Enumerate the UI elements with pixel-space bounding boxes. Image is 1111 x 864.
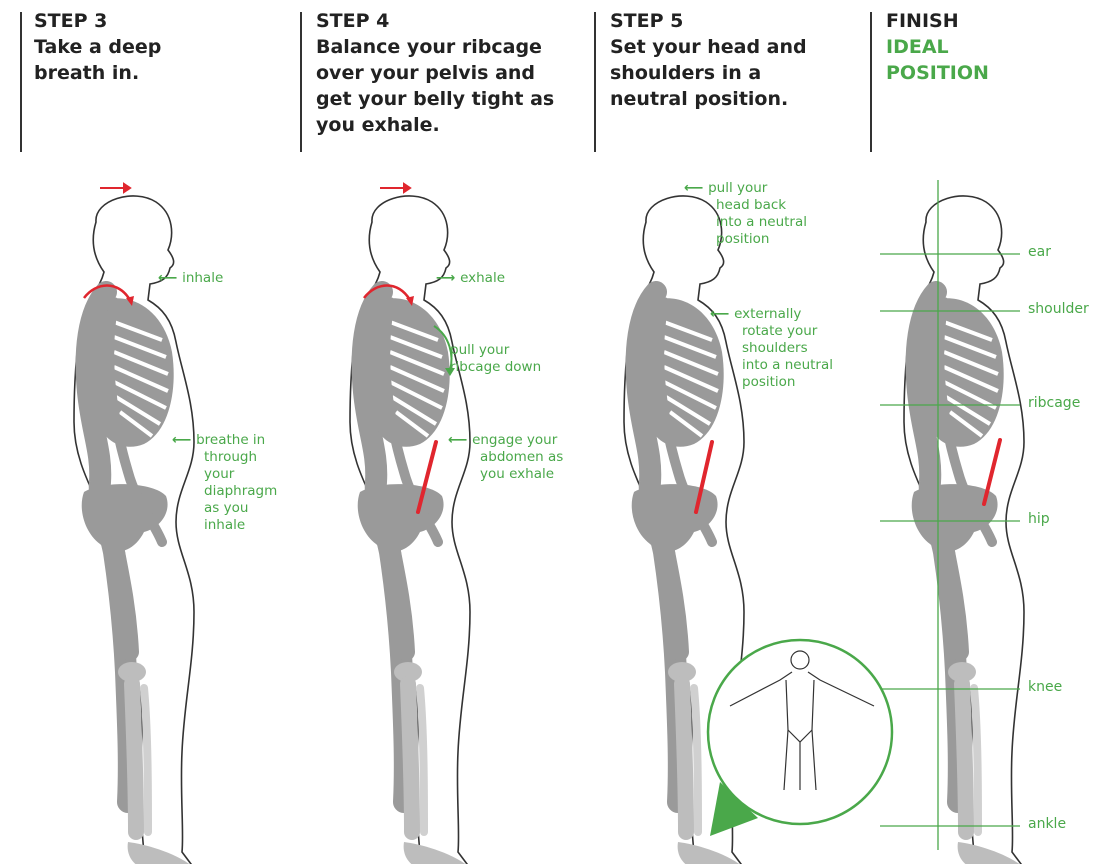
annotation-pull-ribcage: pull your ribcage down bbox=[450, 342, 541, 376]
divider bbox=[594, 12, 596, 152]
ref-label-hip: hip bbox=[1028, 511, 1050, 527]
ref-label-ribcage: ribcage bbox=[1028, 395, 1080, 411]
annotation-text: inhale bbox=[182, 270, 223, 286]
right-arrow-green-icon: ⟶ bbox=[436, 270, 460, 286]
step-3-heading: STEP 3 Take a deep breath in. bbox=[34, 8, 161, 86]
step-text-line: neutral position. bbox=[610, 86, 807, 112]
step-text-line: get your belly tight as bbox=[316, 86, 554, 112]
annotation-line: shoulders bbox=[710, 340, 808, 356]
annotation-breathe: ⟵ breathe in through your diaphragm as y… bbox=[172, 432, 277, 534]
ideal-label: IDEAL bbox=[886, 34, 989, 60]
annotation-inhale: ⟵ inhale bbox=[158, 270, 223, 287]
annotation-line: as you bbox=[172, 500, 248, 516]
finish-heading: FINISH IDEAL POSITION bbox=[886, 8, 989, 86]
human-front-view-icon bbox=[708, 640, 892, 836]
annotation-line: inhale bbox=[172, 517, 245, 533]
step-text-line: shoulders in a bbox=[610, 60, 807, 86]
annotation-line: into a neutral bbox=[684, 214, 807, 230]
step-text-line: Take a deep bbox=[34, 34, 161, 60]
left-arrow-green-icon: ⟵ bbox=[448, 432, 472, 448]
annotation-line: through bbox=[172, 449, 257, 465]
annotation-line: externally bbox=[734, 306, 801, 322]
left-arrow-green-icon: ⟵ bbox=[684, 180, 708, 196]
step-text-line: breath in. bbox=[34, 60, 161, 86]
step-5-heading: STEP 5 Set your head and shoulders in a … bbox=[610, 8, 807, 112]
annotation-line: into a neutral bbox=[710, 357, 833, 373]
down-curve-arrow-green-icon bbox=[430, 322, 460, 378]
annotation-line: position bbox=[710, 374, 795, 390]
step-label: STEP 5 bbox=[610, 8, 807, 34]
step-text-line: you exhale. bbox=[316, 112, 554, 138]
step-label: FINISH bbox=[886, 8, 989, 34]
annotation-line: diaphragm bbox=[172, 483, 277, 499]
ref-label-ankle: ankle bbox=[1028, 816, 1066, 832]
step-text-line: Set your head and bbox=[610, 34, 807, 60]
annotation-line: rotate your bbox=[710, 323, 817, 339]
annotation-line: your bbox=[172, 466, 234, 482]
annotation-line: breathe in bbox=[196, 432, 265, 448]
ref-label-shoulder: shoulder bbox=[1028, 301, 1089, 317]
annotation-line: abdomen as bbox=[448, 449, 563, 465]
position-label: POSITION bbox=[886, 60, 989, 86]
figure-finish bbox=[904, 196, 1024, 864]
left-arrow-green-icon: ⟵ bbox=[172, 432, 196, 448]
step-4-heading: STEP 4 Balance your ribcage over your pe… bbox=[316, 8, 554, 138]
right-arrow-red-icon bbox=[100, 184, 410, 192]
step-label: STEP 4 bbox=[316, 8, 554, 34]
step-label: STEP 3 bbox=[34, 8, 161, 34]
annotation-shoulders: ⟵ externally rotate your shoulders into … bbox=[710, 306, 833, 391]
divider bbox=[300, 12, 302, 152]
ref-label-knee: knee bbox=[1028, 679, 1062, 695]
annotation-line: you exhale bbox=[448, 466, 554, 482]
annotation-engage: ⟵ engage your abdomen as you exhale bbox=[448, 432, 563, 483]
left-arrow-green-icon: ⟵ bbox=[158, 270, 182, 286]
divider bbox=[20, 12, 22, 152]
annotation-line: engage your bbox=[472, 432, 557, 448]
figure-step-4 bbox=[350, 196, 470, 864]
annotation-line: head back bbox=[684, 197, 786, 213]
left-arrow-green-icon: ⟵ bbox=[710, 306, 734, 322]
step-text-line: Balance your ribcage bbox=[316, 34, 554, 60]
annotation-exhale: ⟶ exhale bbox=[436, 270, 505, 287]
annotation-line: pull your bbox=[708, 180, 767, 196]
annotation-line: ribcage down bbox=[450, 359, 541, 375]
annotation-text: exhale bbox=[460, 270, 505, 286]
step-text-line: over your pelvis and bbox=[316, 60, 554, 86]
annotation-line: position bbox=[684, 231, 769, 247]
divider bbox=[870, 12, 872, 152]
annotation-head-back: ⟵ pull your head back into a neutral pos… bbox=[684, 180, 807, 248]
ref-label-ear: ear bbox=[1028, 244, 1051, 260]
